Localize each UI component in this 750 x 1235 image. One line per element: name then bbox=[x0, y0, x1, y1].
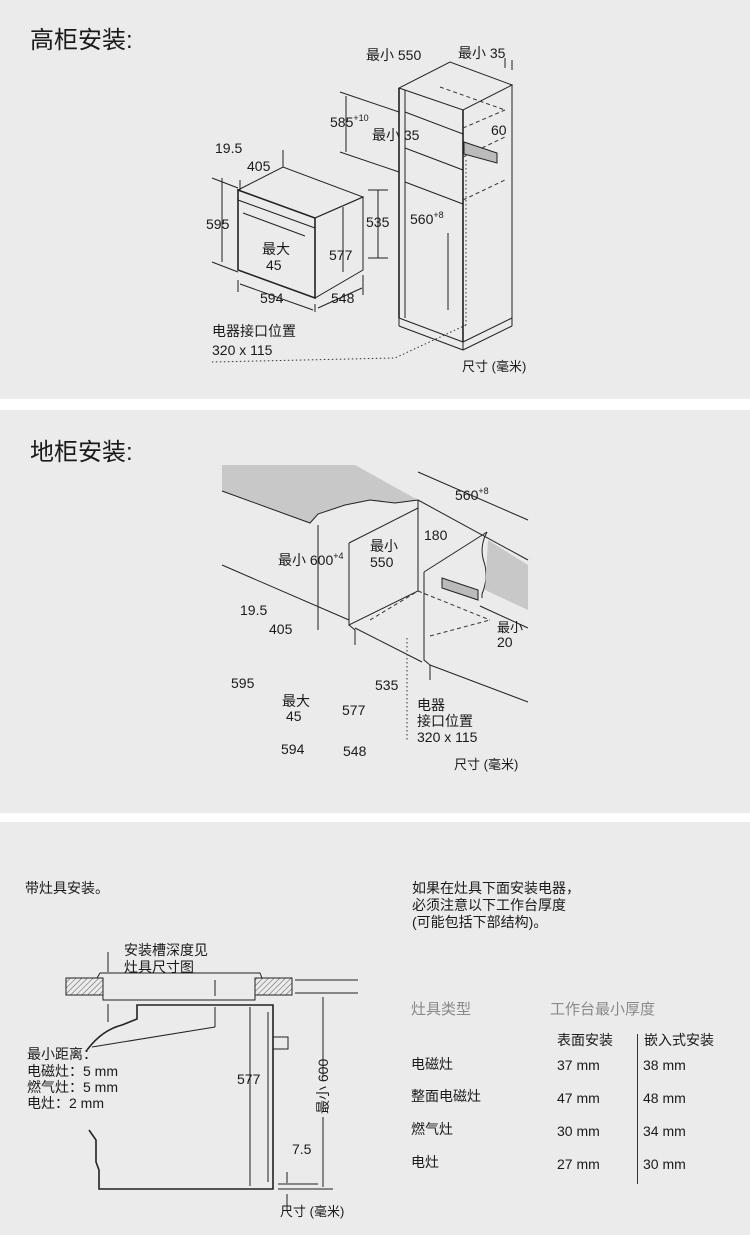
dim-585-tolerance: +10 bbox=[353, 113, 369, 123]
row-surface: 27 mm bbox=[557, 1156, 600, 1172]
tall-cabinet-drawing bbox=[211, 58, 514, 363]
col-min-thickness: 工作台最小厚度 bbox=[550, 1001, 656, 1018]
dim-560: 560+8 bbox=[455, 486, 489, 503]
dim-19-5: 19.5 bbox=[240, 602, 268, 618]
row-flush: 30 mm bbox=[643, 1156, 686, 1172]
tall-cabinet bbox=[211, 58, 514, 363]
row-flush: 34 mm bbox=[643, 1123, 686, 1139]
units-label: 尺寸 (毫米) bbox=[280, 1204, 345, 1219]
row-flush: 48 mm bbox=[643, 1090, 686, 1106]
dim-560-tolerance: +8 bbox=[433, 210, 444, 220]
dim-548: 548 bbox=[331, 290, 355, 306]
dim-585-value: 585 bbox=[330, 114, 354, 130]
row-flush: 38 mm bbox=[643, 1057, 686, 1073]
dim-594: 594 bbox=[260, 290, 284, 306]
dim-19-5: 19.5 bbox=[215, 140, 243, 156]
socket-position-label: 电器接口位置 bbox=[212, 323, 296, 339]
hob-installation-panel: 带灶具安装。 如果在灶具下面安装电器， 必须注意以下工作台厚度 (可能包括下部结… bbox=[0, 822, 750, 1235]
dim-min-550-label: 最小 bbox=[370, 538, 398, 554]
col-hob-type: 灶具类型 bbox=[411, 1001, 472, 1018]
row-type: 电磁灶 bbox=[411, 1056, 453, 1072]
dim-min-600-value: 最小 600 bbox=[278, 552, 334, 568]
dim-min-550-value: 550 bbox=[370, 554, 394, 570]
dim-577: 577 bbox=[342, 702, 366, 718]
dim-577: 577 bbox=[329, 247, 353, 263]
row-type: 整面电磁灶 bbox=[411, 1088, 481, 1104]
dim-max-45: 45 bbox=[266, 257, 282, 273]
socket-label-1: 电器 bbox=[417, 697, 445, 713]
dim-180: 180 bbox=[424, 527, 448, 543]
dim-max-label: 最大 bbox=[262, 241, 290, 257]
dim-min-550: 最小 550 bbox=[366, 47, 422, 63]
dim-535: 535 bbox=[375, 677, 399, 693]
countertop bbox=[221, 465, 529, 561]
dim-max-label: 最大 bbox=[282, 693, 310, 709]
min-distance-electric: 电灶：2 mm bbox=[27, 1095, 104, 1111]
sub-surface-mount: 表面安装 bbox=[557, 1032, 613, 1048]
dim-min-600-tolerance: +4 bbox=[333, 551, 344, 561]
hob-note-line-3: (可能包括下部结构)。 bbox=[412, 914, 548, 930]
dim-min-600: 最小 600 bbox=[315, 1058, 331, 1114]
hob-note-line-1: 如果在灶具下面安装电器， bbox=[412, 880, 580, 896]
dim-7-5: 7.5 bbox=[292, 1141, 312, 1157]
cutout-note-1: 安装槽深度见 bbox=[124, 942, 208, 958]
min-distance-induction: 电磁灶：5 mm bbox=[27, 1063, 118, 1079]
dim-595: 595 bbox=[231, 675, 255, 691]
dim-560-value: 560 bbox=[455, 487, 479, 503]
dim-405: 405 bbox=[269, 621, 293, 637]
socket-label-2: 接口位置 bbox=[417, 713, 473, 729]
dim-560-value: 560 bbox=[410, 211, 434, 227]
base-cabinet-drawing bbox=[221, 465, 529, 740]
dim-594: 594 bbox=[281, 741, 305, 757]
oven-drawing bbox=[211, 150, 388, 312]
socket-size: 320 x 115 bbox=[212, 342, 273, 358]
dim-560: 560+8 bbox=[410, 210, 444, 227]
socket-size: 320 x 115 bbox=[417, 729, 478, 745]
row-surface: 47 mm bbox=[557, 1090, 600, 1106]
dim-min-35-top: 最小 35 bbox=[458, 45, 506, 61]
dim-min-20-label: 最小 bbox=[497, 620, 524, 635]
hob-note-line-2: 必须注意以下工作台厚度 bbox=[412, 897, 566, 913]
dim-577: 577 bbox=[237, 1071, 261, 1087]
dim-548: 548 bbox=[343, 743, 367, 759]
hob-section-drawing bbox=[65, 952, 358, 1210]
dim-405: 405 bbox=[247, 158, 271, 174]
sub-flush-mount: 嵌入式安装 bbox=[644, 1032, 714, 1048]
dim-min-20-value: 20 bbox=[497, 634, 513, 650]
base-cabinet-title: 地柜安装: bbox=[30, 439, 133, 466]
hob-title: 带灶具安装。 bbox=[25, 880, 109, 896]
row-type: 燃气灶 bbox=[411, 1121, 453, 1137]
dim-min-35-mid: 最小 35 bbox=[372, 127, 420, 143]
dim-535: 535 bbox=[366, 214, 390, 230]
base-cabinet-panel: 地柜安装: 560+8 最小 600+4 最小 550 180 19.5 405… bbox=[0, 410, 750, 813]
row-type: 电灶 bbox=[411, 1154, 439, 1170]
row-surface: 30 mm bbox=[557, 1123, 600, 1139]
dim-min-600: 最小 600+4 bbox=[278, 551, 344, 568]
dim-max-45: 45 bbox=[286, 708, 302, 724]
units-label: 尺寸 (毫米) bbox=[462, 359, 527, 374]
table-column-divider bbox=[637, 1034, 638, 1184]
row-surface: 37 mm bbox=[557, 1057, 600, 1073]
dim-560-tolerance: +8 bbox=[478, 486, 489, 496]
tall-cabinet-panel: 高柜安装: 最小 550 最小 35 585+10 最小 35 60 560+8… bbox=[0, 0, 750, 399]
cabinet-walls bbox=[221, 471, 529, 740]
units-label: 尺寸 (毫米) bbox=[454, 757, 519, 772]
min-distance-gas: 燃气灶：5 mm bbox=[27, 1079, 118, 1095]
cutout-note-2: 灶具尺寸图 bbox=[124, 959, 194, 975]
dim-595: 595 bbox=[206, 216, 230, 232]
tall-cabinet-title: 高柜安装: bbox=[30, 27, 133, 54]
dim-60: 60 bbox=[491, 122, 507, 138]
dim-585: 585+10 bbox=[330, 113, 369, 130]
min-distance-title: 最小距离： bbox=[27, 1046, 97, 1062]
